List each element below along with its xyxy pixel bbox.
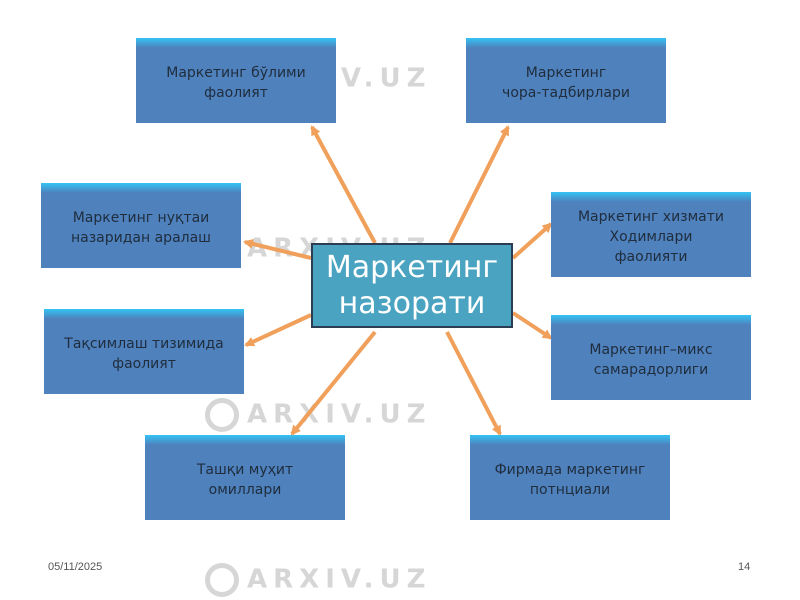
footer-date: 05/11/2025 [48,561,103,573]
arrow-to-top-right [448,125,510,244]
arrow-to-mid-right [511,222,553,260]
arrow-to-lower-right [511,311,553,340]
node-marketing-department-activity: Маркетинг бўлими фаолият [136,38,336,123]
watermark-logo-icon [205,398,239,432]
arrow-to-mid-left [243,239,312,260]
arrow-to-top-left [310,125,377,244]
node-marketing-service-staff: Маркетинг хизмати Ходимлари фаолияти [551,192,751,277]
node-company-marketing-potential: Фирмада маркетинг потнциали [470,435,670,520]
watermark-logo-icon [205,563,239,597]
watermark: ARXIV.UZ [205,563,431,597]
arrow-to-bottom-right [445,331,502,436]
arrow-to-bottom-left [290,330,377,436]
arrow-to-lower-left [244,313,312,347]
center-node-marketing-control: Маркетинг назорати [311,243,513,328]
node-marketing-mix-efficiency: Маркетинг–микс самарадорлиги [551,315,751,400]
node-marketing-measures: Маркетинг чора-тадбирлари [466,38,666,123]
watermark: ARXIV.UZ [205,398,431,432]
node-distribution-system-activity: Тақсимлаш тизимида фаолият [44,309,244,394]
node-external-factors: Ташқи муҳит омиллари [145,435,345,520]
footer-page-number: 14 [738,561,751,573]
node-marketing-mixed-view: Маркетинг нуқтаи назаридан аралаш [41,183,241,268]
